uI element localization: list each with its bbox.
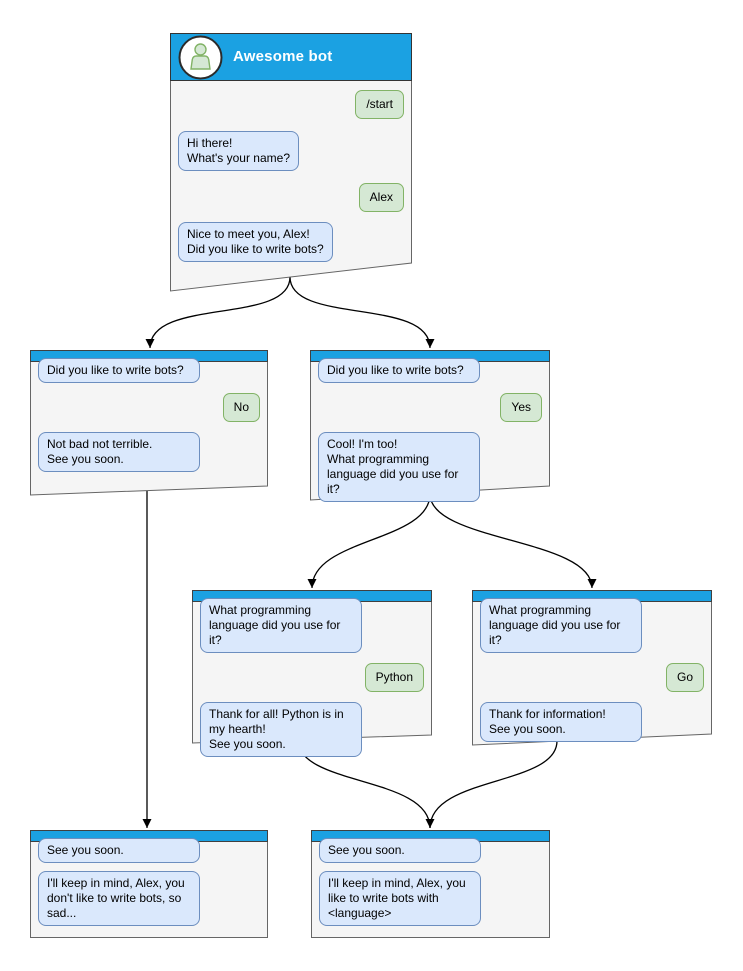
message-bubble-bot: Thank for information! See you soon. <box>480 702 642 742</box>
chat-window-branch-go: What programming language did you use fo… <box>472 590 712 746</box>
message-bubble-bot: What programming language did you use fo… <box>200 598 362 653</box>
message-bubble-user: /start <box>355 90 404 119</box>
person-icon <box>178 35 223 80</box>
message-bubble-bot: I'll keep in mind, Alex, you like to wri… <box>319 871 481 926</box>
message-bubble-user: No <box>222 393 260 422</box>
message-bubble-bot: I'll keep in mind, Alex, you don't like … <box>38 871 200 926</box>
message-bubble-bot: See you soon. <box>38 838 200 863</box>
message-bubble-bot: Did you like to write bots? <box>318 358 480 383</box>
chat-window-branch-yes: Did you like to write bots? Yes Cool! I'… <box>310 350 550 502</box>
message-bubble-bot: Nice to meet you, Alex! Did you like to … <box>178 222 333 262</box>
message-bubble-bot: Hi there! What's your name? <box>178 131 300 171</box>
connector-go-to-end <box>429 740 558 829</box>
message-bubble-bot: See you soon. <box>319 838 481 863</box>
message-bubble-bot: Did you like to write bots? <box>38 358 200 383</box>
message-bubble-user: Alex <box>358 183 404 212</box>
connector-yes-to-go <box>429 493 597 589</box>
message-bubble-user: Go <box>665 663 704 692</box>
title-bar-content: Awesome bot <box>170 33 412 80</box>
connector-yes-to-python <box>307 493 431 589</box>
message-bubble-bot: Not bad not terrible. See you soon. <box>38 432 200 472</box>
message-bubble-user: Python <box>364 663 424 692</box>
message-bubble-user: Yes <box>500 393 542 422</box>
chat-window-branch-no: Did you like to write bots? No Not bad n… <box>30 350 268 496</box>
chat-window-branch-python: What programming language did you use fo… <box>192 590 432 757</box>
message-bubble-bot: What programming language did you use fo… <box>480 598 642 653</box>
window-title: Awesome bot <box>233 48 333 65</box>
chat-window-end-no: See you soon. I'll keep in mind, Alex, y… <box>30 830 268 938</box>
chat-window-end-yes: See you soon. I'll keep in mind, Alex, y… <box>311 830 550 938</box>
message-bubble-bot: Thank for all! Python is in my hearth! S… <box>200 702 362 757</box>
message-bubble-bot: Cool! I'm too! What programming language… <box>318 432 480 502</box>
chat-window-main: Awesome bot /start Hi there! What's your… <box>170 33 412 292</box>
